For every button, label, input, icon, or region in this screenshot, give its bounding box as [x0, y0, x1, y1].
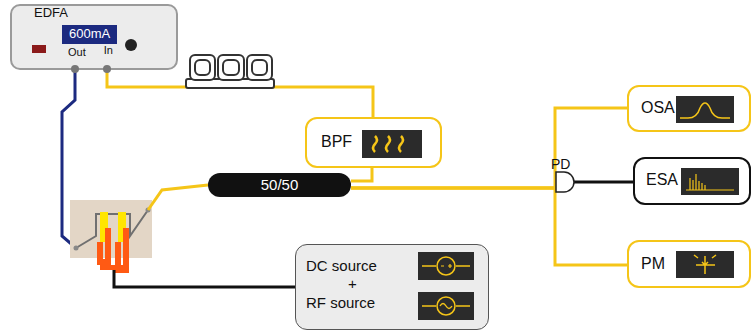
coupler-ratio: 50/50 — [208, 176, 351, 193]
pm-box: PM — [627, 240, 751, 288]
fiber-connector — [351, 168, 372, 181]
modulator-waveguide — [76, 210, 148, 248]
drive-cable — [114, 270, 296, 287]
polarization-paddles — [190, 55, 272, 80]
instrument-label: OSA — [641, 99, 675, 117]
display-readout: 600mA — [62, 25, 117, 44]
port-label: In — [104, 44, 113, 59]
instrument-label: PM — [641, 255, 665, 273]
source-box: DC source+ RF source — [295, 244, 489, 330]
fiber-port — [74, 246, 79, 251]
modulator-output-fiber — [148, 185, 208, 210]
modulator-electrode-lead — [100, 228, 126, 270]
coupler-box: 50/50 — [208, 173, 351, 197]
bpf-box: BPF — [305, 117, 442, 168]
photodiode-symbol — [556, 172, 574, 192]
esa-box: ESA — [633, 157, 751, 205]
photodiode-label: PD — [551, 156, 570, 172]
port-label: Out — [68, 46, 86, 59]
modulator-electrode-bar — [100, 265, 128, 270]
source-label: RF source — [306, 294, 375, 311]
instrument-label: ESA — [646, 171, 678, 189]
device-name: EDFA — [34, 6, 68, 21]
plus-sign: + — [348, 275, 357, 292]
osa-box: OSA — [627, 85, 751, 132]
edfa-box: EDFA 600mA Out In — [10, 4, 178, 70]
component-label: BPF — [321, 133, 352, 151]
source-label: DC source — [306, 257, 377, 274]
